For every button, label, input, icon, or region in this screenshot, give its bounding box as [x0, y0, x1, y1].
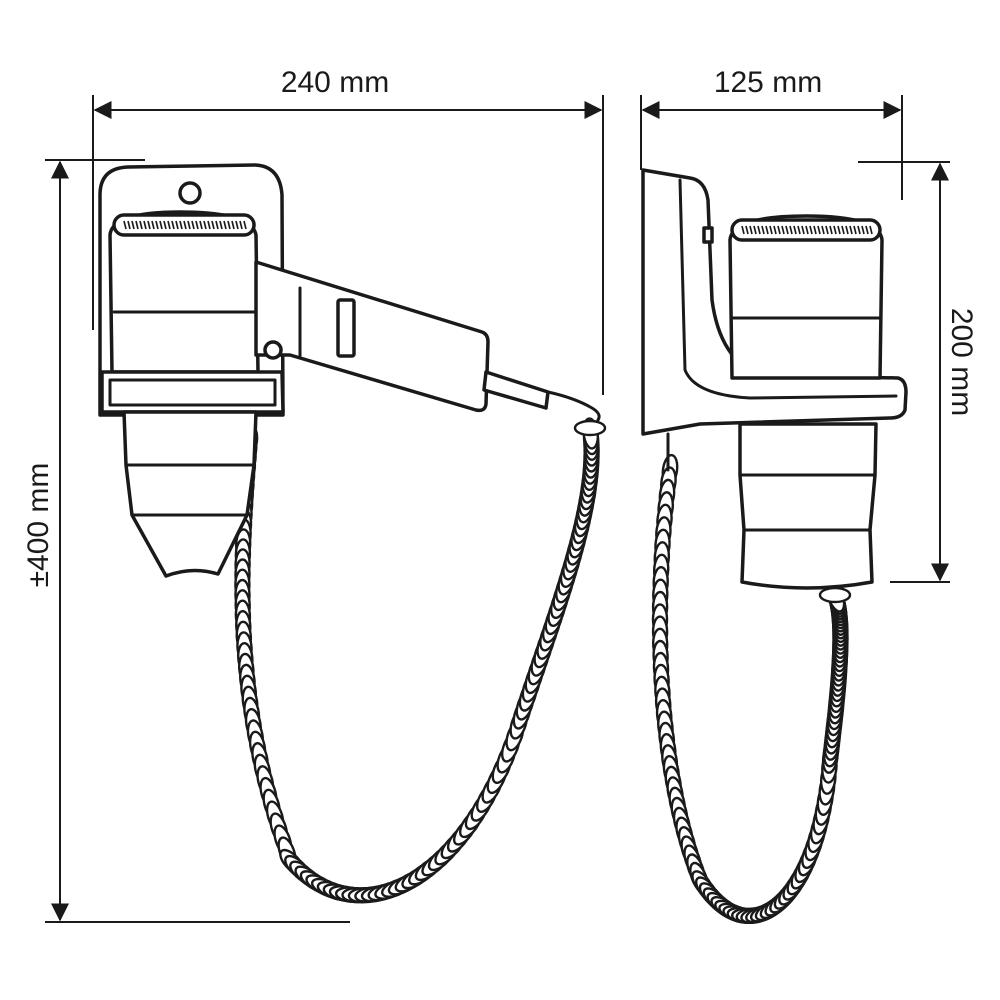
grille-slot	[163, 220, 167, 230]
grille-slot	[745, 225, 749, 235]
dimension-label-width: 240 mm	[281, 66, 389, 99]
dimension-240mm: 240 mm	[92, 66, 604, 395]
grille-slot	[853, 225, 857, 235]
grille-slot	[765, 225, 769, 235]
grille-slot	[159, 220, 163, 230]
grille-slot	[793, 225, 797, 235]
grille-slot	[231, 220, 235, 230]
grille-slot	[805, 225, 809, 235]
grille-slot	[829, 225, 833, 235]
grille-slot	[211, 220, 215, 230]
grille-slot	[845, 225, 849, 235]
cord-coil-loop	[573, 419, 607, 437]
grille-slot	[243, 220, 247, 230]
grille-slot	[223, 220, 227, 230]
grille-slot	[187, 220, 191, 230]
grille-slot	[761, 225, 765, 235]
grille-slot	[781, 225, 785, 235]
grille-slot	[757, 225, 761, 235]
grille-slot	[199, 220, 203, 230]
grille-slot	[817, 225, 821, 235]
grille-slot	[813, 225, 817, 235]
grille-slot	[195, 220, 199, 230]
dimension-125mm: 125 mm	[640, 66, 903, 200]
grille-slot	[861, 225, 865, 235]
grille-slot	[219, 220, 223, 230]
grille-slot	[741, 225, 745, 235]
grille-slot	[821, 225, 825, 235]
grille-slot	[777, 225, 781, 235]
holder-ring-front	[100, 370, 285, 414]
grille-slot	[837, 225, 841, 235]
grille-slot	[865, 225, 869, 235]
grille-slot	[135, 220, 139, 230]
coiled-cord-side	[651, 453, 852, 925]
grille-slot	[797, 225, 801, 235]
grille-slot	[841, 225, 845, 235]
grille-slot	[801, 225, 805, 235]
grille-slot	[789, 225, 793, 235]
grille-slot	[235, 220, 239, 230]
cord-stub	[482, 370, 550, 410]
grille-slot	[849, 225, 853, 235]
grille-slot	[857, 225, 861, 235]
dryer-vent-side	[730, 218, 882, 242]
grille-slot	[227, 220, 231, 230]
grille-slot	[143, 220, 147, 230]
grille-slot	[155, 220, 159, 230]
grille-slot	[171, 220, 175, 230]
dimension-label-height-total: ±400 mm	[22, 463, 55, 588]
cord-coil-loop	[818, 586, 852, 604]
grille-slot	[753, 225, 757, 235]
grille-slot	[139, 220, 143, 230]
grille-slot	[215, 220, 219, 230]
mounting-hole-icon	[178, 181, 202, 205]
grille-slot	[825, 225, 829, 235]
grille-slot	[207, 220, 211, 230]
coiled-cord-front	[234, 417, 607, 904]
grille-slot	[175, 220, 179, 230]
grille-slot	[769, 225, 773, 235]
grille-slot	[123, 220, 127, 230]
grille-slot	[833, 225, 837, 235]
dryer-nozzle-front	[122, 410, 258, 578]
grille-slot	[179, 220, 183, 230]
grille-slot	[167, 220, 171, 230]
switch-icon	[336, 298, 356, 358]
dimension-400mm: ±400 mm	[22, 159, 350, 923]
grille-slot	[127, 220, 131, 230]
grille-slot	[131, 220, 135, 230]
dimension-label-height-dryer: 200 mm	[945, 308, 978, 416]
vent-grille-front	[123, 220, 247, 230]
grille-slot	[191, 220, 195, 230]
grille-slot	[239, 220, 243, 230]
dryer-vent-front	[112, 213, 256, 237]
grille-slot	[147, 220, 151, 230]
dimension-label-depth: 125 mm	[714, 66, 822, 99]
grille-slot	[809, 225, 813, 235]
grille-slot	[773, 225, 777, 235]
grille-slot	[785, 225, 789, 235]
grille-slot	[203, 220, 207, 230]
dryer-nozzle-side	[738, 422, 878, 590]
vent-grille-side	[741, 225, 873, 235]
grille-slot	[869, 225, 873, 235]
grille-slot	[183, 220, 187, 230]
front-view	[98, 163, 607, 904]
grille-slot	[749, 225, 753, 235]
dimension-200mm: 200 mm	[858, 161, 978, 583]
dryer-handle	[254, 260, 490, 413]
grille-slot	[151, 220, 155, 230]
side-view	[641, 168, 908, 925]
